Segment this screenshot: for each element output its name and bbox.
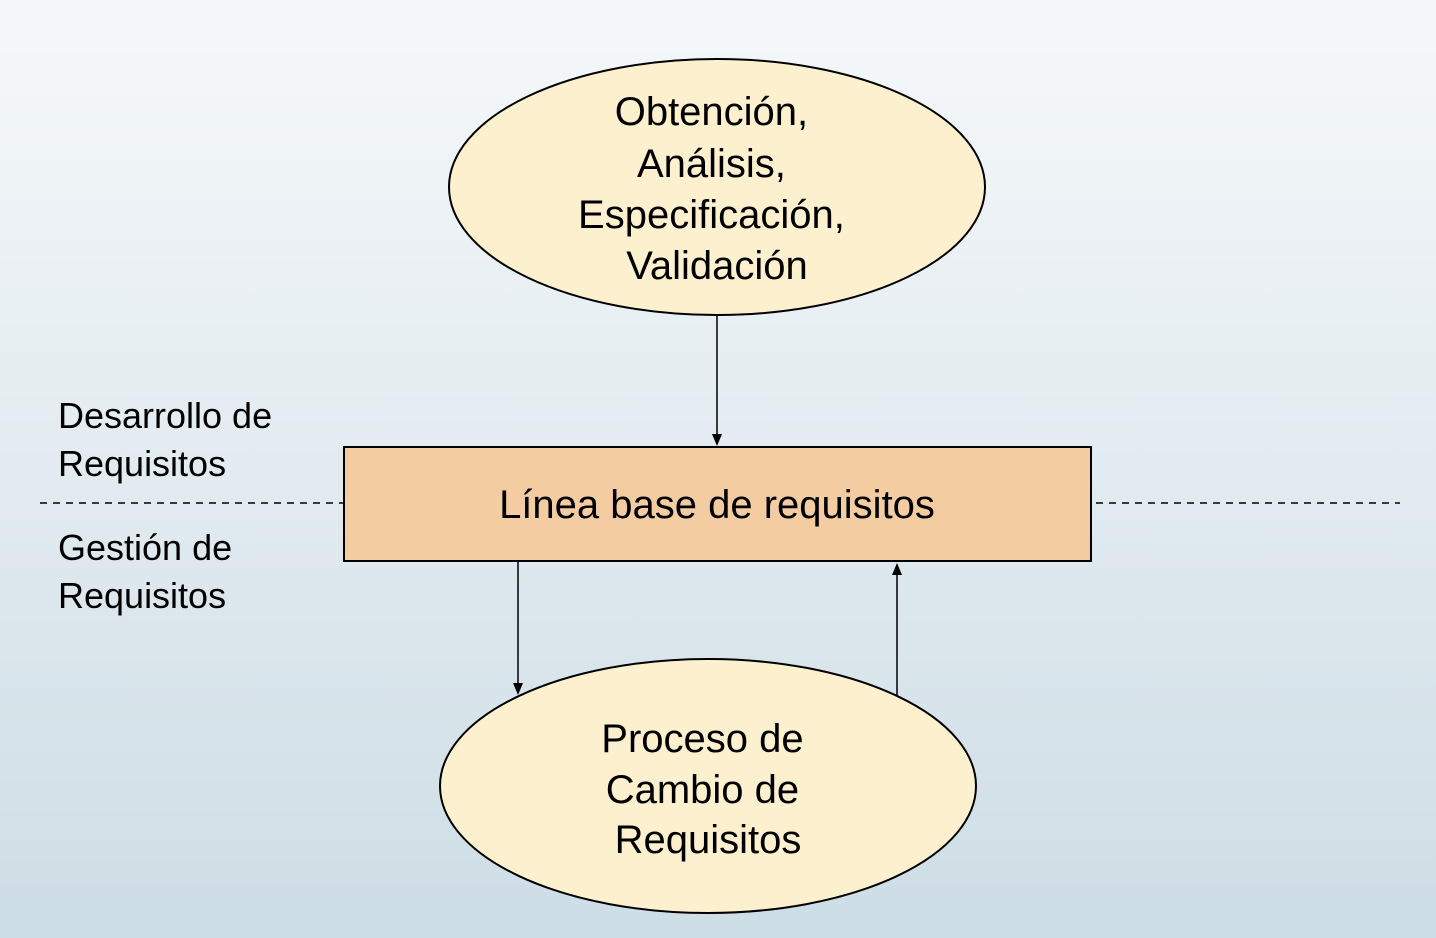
management-line-1: Gestión de xyxy=(58,527,233,568)
section-label-management: Gestión de Requisitos xyxy=(58,524,232,620)
baseline-label: Línea base de requisitos xyxy=(499,483,935,527)
elicitation-text: Obtención, Análisis, Especificación, Val… xyxy=(578,90,856,288)
elicitation-line-2: Análisis, xyxy=(637,142,786,186)
change-process-line-1: Proceso de xyxy=(601,717,803,761)
arrowhead-down-1 xyxy=(712,434,722,446)
arrowhead-down-2 xyxy=(513,683,523,695)
change-process-line-3: Requisitos xyxy=(615,818,802,862)
development-line-1: Desarrollo de xyxy=(58,395,273,436)
change-process-text: Proceso de Cambio de Requisitos xyxy=(601,717,814,862)
elicitation-line-1: Obtención, xyxy=(615,90,808,134)
change-process-line-2: Cambio de xyxy=(606,768,799,812)
management-line-2: Requisitos xyxy=(58,575,227,616)
development-line-2: Requisitos xyxy=(58,443,227,484)
arrowhead-up xyxy=(892,563,902,575)
section-label-development: Desarrollo de Requisitos xyxy=(58,392,272,488)
elicitation-line-4: Validación xyxy=(626,244,808,288)
elicitation-line-3: Especificación, xyxy=(578,193,845,237)
change-process-ellipse xyxy=(439,658,977,914)
baseline-box xyxy=(343,446,1092,562)
